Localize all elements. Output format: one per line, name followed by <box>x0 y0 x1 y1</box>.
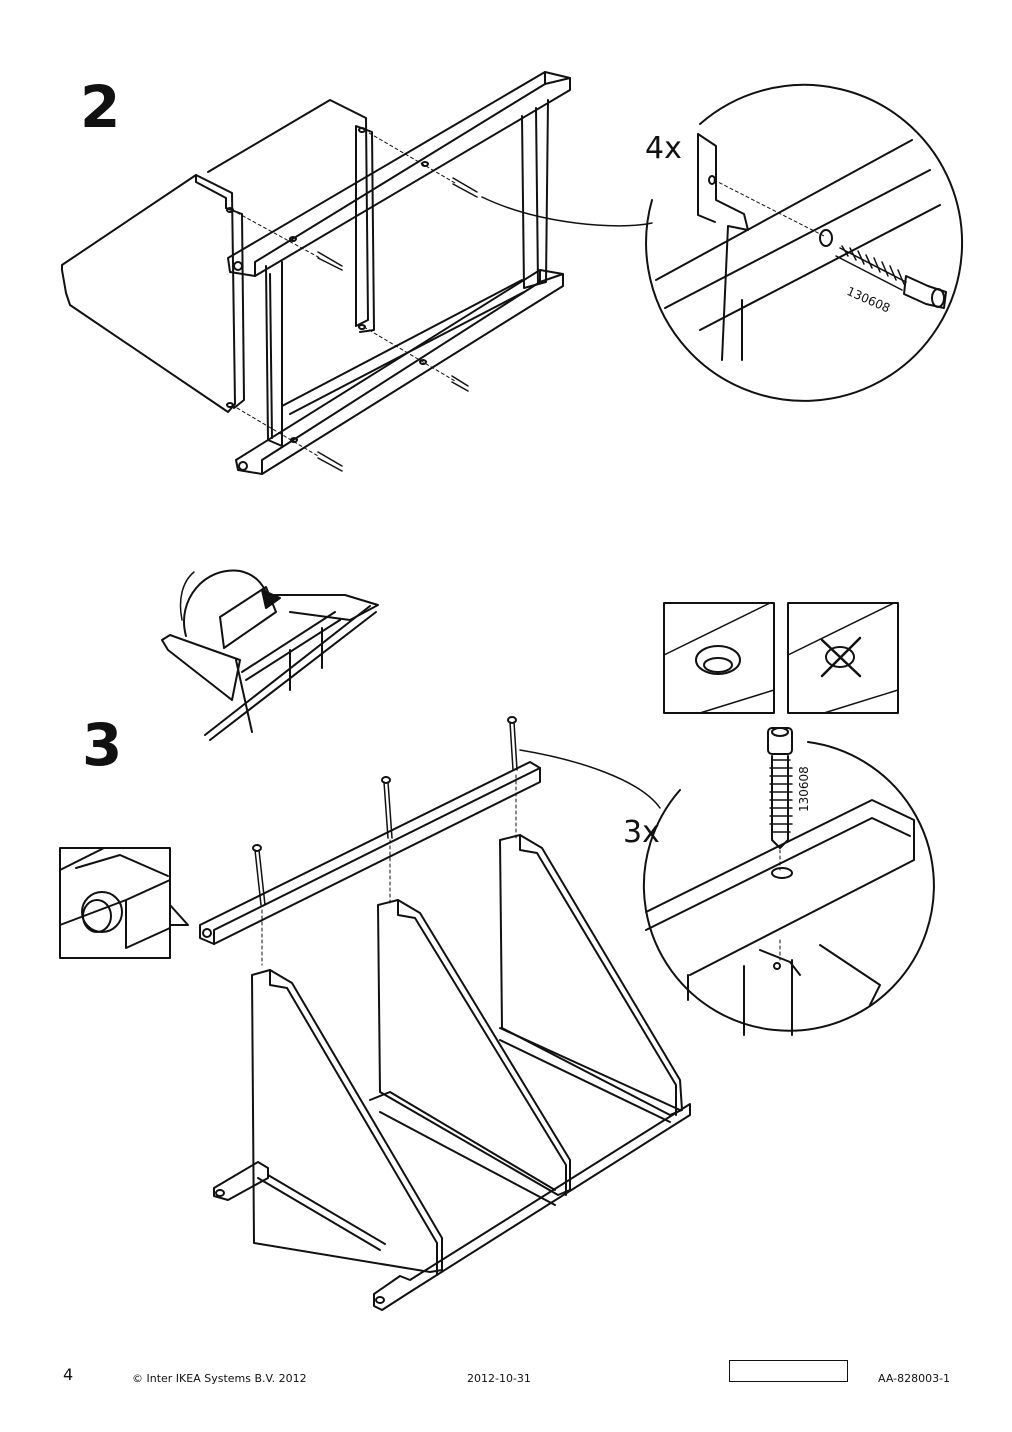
step-number-3: 3 <box>82 711 123 779</box>
step3-part-number: 130608 <box>797 766 811 812</box>
step2-zoom-detail <box>645 83 964 402</box>
step2-quantity: 4x <box>645 131 682 166</box>
footer-blank-box <box>729 1360 848 1382</box>
foot-detail <box>59 847 189 959</box>
flip-over-illustration <box>161 569 379 741</box>
issue-date: 2012-10-31 <box>467 1372 531 1385</box>
step2-frame-drawing <box>61 71 653 475</box>
hole-detail-correct <box>663 602 775 714</box>
step3-zoom-detail <box>642 727 935 1036</box>
step3-quantity: 3x <box>623 815 660 850</box>
copyright-text: © Inter IKEA Systems B.V. 2012 <box>132 1372 307 1385</box>
step-number-2: 2 <box>80 73 121 141</box>
hole-detail-wrong <box>787 602 899 714</box>
step3-frame-drawing <box>199 716 691 1311</box>
page-number: 4 <box>63 1365 74 1384</box>
document-id: AA-828003-1 <box>878 1372 951 1385</box>
